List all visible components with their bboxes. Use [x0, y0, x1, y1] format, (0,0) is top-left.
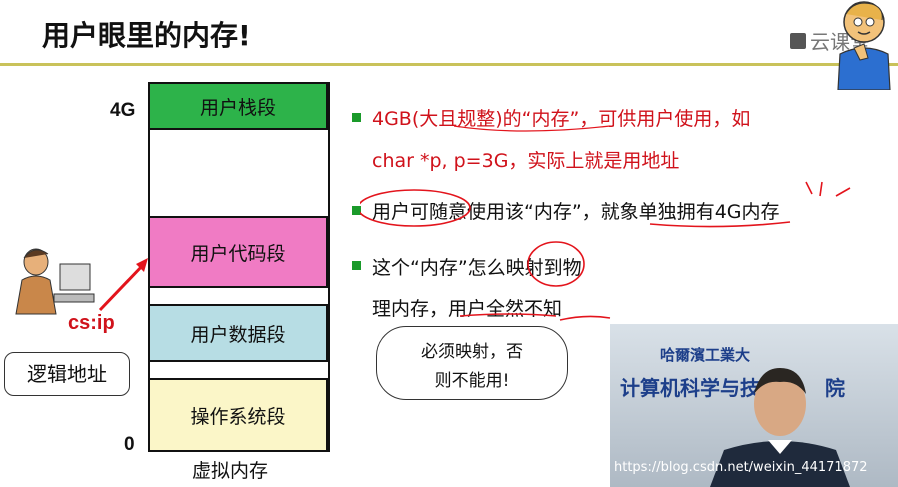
- stack-segment-label: 用户栈段: [199, 96, 276, 119]
- os-segment: 操作系统段: [148, 378, 328, 452]
- top-address-label: 4G: [110, 100, 136, 121]
- bullet-marker-2: [352, 206, 361, 215]
- logical-address-text: 逻辑地址: [27, 362, 107, 386]
- sign-line-2-end: 院: [824, 376, 845, 400]
- sign-line-1: 哈爾濱工業大: [660, 346, 751, 364]
- mapping-callout: 必须映射，否 则不能用!: [376, 326, 568, 400]
- video-watermark: https://blog.csdn.net/weixin_44171872: [614, 460, 868, 475]
- page-title: 用户眼里的内存!: [42, 19, 251, 52]
- lecturer-video: 哈爾濱工業大 计算机科学与技 院 https://blog.csdn.net/w…: [610, 324, 898, 487]
- bullet-3-line-1: 这个“内存”怎么映射到物: [372, 257, 582, 279]
- code-segment-label: 用户代码段: [190, 242, 286, 265]
- callout-line-2: 则不能用!: [434, 371, 510, 391]
- user-stack-segment: 用户栈段: [148, 82, 328, 130]
- sign-line-2: 计算机科学与技 院: [620, 372, 845, 401]
- logical-address-bubble: 逻辑地址: [4, 352, 130, 396]
- bottom-address-label: 0: [124, 434, 135, 455]
- bullet-2-line-1: 用户可随意使用该“内存”，就象单独拥有4G内存: [372, 201, 780, 223]
- bullet-1-line-1: 4GB(大且规整)的“内存”，可供用户使用，如: [372, 108, 751, 130]
- bullet-1-line-2: char *p, p=3G，实际上就是用地址: [372, 150, 680, 172]
- pointer-arrow: [98, 258, 148, 312]
- title-divider: [0, 63, 898, 66]
- bullet-marker-3: [352, 261, 361, 270]
- user-code-segment: 用户代码段: [148, 216, 328, 288]
- handwritten-annotations: [360, 125, 851, 321]
- bullet-marker-1: [352, 113, 361, 122]
- os-segment-label: 操作系统段: [190, 405, 286, 428]
- programmer-illustration: [15, 248, 95, 315]
- callout-line-1: 必须映射，否: [421, 342, 523, 362]
- cs-ip-label: cs:ip: [68, 312, 115, 334]
- lecturer-figure: [710, 368, 850, 487]
- sign-line-2-text: 计算机科学与技: [620, 376, 760, 400]
- data-segment-label: 用户数据段: [190, 323, 286, 346]
- thinker-illustration: [837, 1, 891, 90]
- user-data-segment: 用户数据段: [148, 304, 328, 362]
- memory-caption: 虚拟内存: [192, 460, 269, 482]
- logo-icon: [790, 32, 806, 49]
